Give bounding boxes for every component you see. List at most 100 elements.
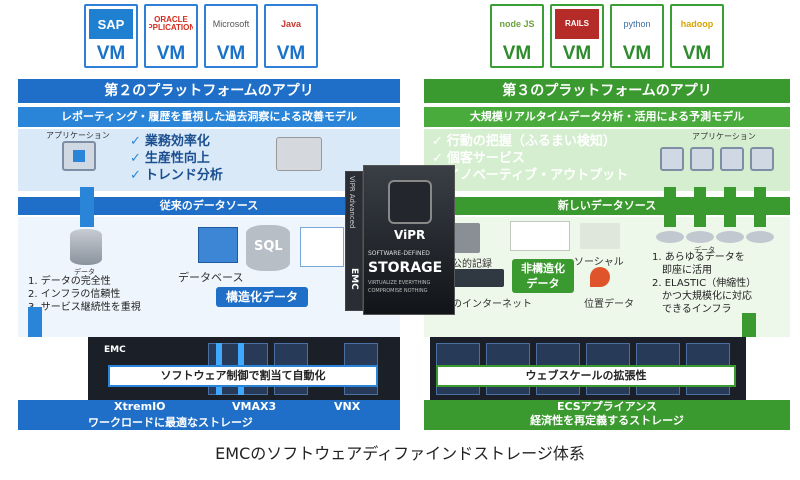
- structured-data-badge: 構造化データ: [216, 287, 308, 307]
- left-auto-allocation-arrow: ソフトウェア制御で割当て自動化: [108, 365, 378, 387]
- green-down-arrow-icon: [664, 187, 676, 227]
- sql-icon: SQL: [246, 225, 290, 271]
- list-item: できるインフラ: [662, 304, 732, 315]
- left-requirement-list: 1. データの完全性 2. インフラの信頼性 3. サービス継続性を重視: [28, 275, 141, 314]
- vm-label: VM: [276, 43, 306, 64]
- left-insight-band: アプリケーション ✓業務効率化 ✓生産性向上 ✓トレンド分析: [18, 129, 400, 191]
- left-datasource-body: データ 1. データの完全性 2. インフラの信頼性 3. サービス継続性を重視…: [18, 187, 400, 337]
- disk-icon: [686, 231, 714, 243]
- nodejs-logo: node JS: [499, 18, 535, 29]
- vipr-brand: ViPR: [394, 228, 426, 242]
- box-line1: SOFTWARE-DEFINED: [368, 250, 430, 257]
- box-line4: COMPROMISE NOTHING: [368, 288, 428, 294]
- rails-logo: RAILS: [555, 9, 599, 39]
- documents-icon: [510, 221, 570, 251]
- vm-tile-nodejs: node JS VM: [490, 4, 544, 68]
- disk-icon: [746, 231, 774, 243]
- check-icon: ✓: [432, 134, 443, 149]
- vm-label: VM: [156, 43, 186, 64]
- vm-label: VM: [622, 43, 652, 64]
- right-check-list: ✓行動の把握（ふるまい検知） ✓個客サービス ✓イノベーティブ・アウトプット: [432, 133, 628, 184]
- box-front: ViPR SOFTWARE-DEFINED STORAGE VIRTUALIZE…: [363, 165, 455, 315]
- spreadsheet-icon: [300, 227, 344, 267]
- cube-icon: [198, 227, 238, 263]
- vipr-product-box: ViPR SOFTWARE-DEFINED STORAGE VIRTUALIZE…: [345, 165, 455, 315]
- vm-label: VM: [96, 43, 126, 64]
- vm-tile-microsoft: Microsoft VM: [204, 4, 258, 68]
- sap-logo: SAP: [89, 9, 133, 39]
- green-elbow-arrow-icon: [742, 313, 756, 337]
- app-chip-icon: [660, 147, 684, 171]
- public-records-label: 公的記録: [452, 259, 492, 270]
- check-item: ✓イノベーティブ・アウトプット: [432, 167, 628, 184]
- box-line2: STORAGE: [368, 260, 443, 276]
- left-app-label: アプリケーション: [46, 131, 110, 140]
- box-maker: EMC: [349, 268, 359, 290]
- sql-label: SQL: [254, 239, 283, 254]
- check-icon: ✓: [130, 151, 141, 166]
- list-item: 2. ELASTIC（伸縮性）: [652, 278, 757, 289]
- vm-label: VM: [216, 43, 246, 64]
- left-datasource-header: 従来のデータソース: [18, 197, 400, 215]
- right-footer-title: ECSアプライアンス: [556, 400, 658, 413]
- check-item: ✓業務効率化: [130, 134, 210, 149]
- right-insight-band: ✓行動の把握（ふるまい検知） ✓個客サービス ✓イノベーティブ・アウトプット ア…: [424, 129, 790, 191]
- box-line3: VIRTUALIZE EVERYTHING: [368, 280, 431, 286]
- vm-tile-oracle: ORACLE APPLICATIONS VM: [144, 4, 198, 68]
- vm-label: VM: [502, 43, 532, 64]
- social-label: ソーシャル: [574, 257, 624, 268]
- rack-brand: EMC: [104, 345, 126, 355]
- list-item: 3. サービス継続性を重視: [28, 302, 141, 313]
- check-item: ✓トレンド分析: [130, 168, 223, 183]
- app-chip-icon: [690, 147, 714, 171]
- list-item: 1. データの完全性: [28, 276, 111, 287]
- product-vmax3: VMAX3: [232, 400, 277, 413]
- disk-icon: [716, 231, 744, 243]
- disk-icon: [656, 231, 684, 243]
- right-panel: 第３のプラットフォームのアプリ 大規模リアルタイムデータ分析・活用による予測モデ…: [424, 79, 790, 430]
- vm-tile-python: python VM: [610, 4, 664, 68]
- right-panel-header: 第３のプラットフォームのアプリ: [424, 79, 790, 103]
- check-item: ✓行動の把握（ふるまい検知）: [432, 134, 616, 149]
- left-check-list: ✓業務効率化 ✓生産性向上 ✓トレンド分析: [130, 133, 223, 184]
- vm-label: VM: [562, 43, 592, 64]
- database-label: データベース: [178, 271, 244, 284]
- list-item: 1. あらゆるデータを: [652, 252, 745, 263]
- product-xtremio: XtremIO: [114, 400, 166, 413]
- right-app-label: アプリケーション: [692, 132, 756, 141]
- left-panel: 第２のプラットフォームのアプリ レポーティング・履歴を重視した過去洞察による改善…: [18, 79, 400, 430]
- check-item: ✓生産性向上: [130, 151, 210, 166]
- vm-label: VM: [682, 43, 712, 64]
- right-panel-subheader: 大規模リアルタイムデータ分析・活用による予測モデル: [424, 107, 790, 127]
- green-down-arrow-icon: [754, 187, 766, 227]
- check-icon: ✓: [130, 134, 141, 149]
- green-down-arrow-icon: [724, 187, 736, 227]
- box-side: ViPR Advanced EMC: [345, 171, 363, 311]
- hadoop-logo: hadoop: [680, 18, 714, 29]
- check-icon: ✓: [130, 168, 141, 183]
- map-pin-icon: [590, 267, 610, 287]
- green-down-arrow-icon: [694, 187, 706, 227]
- iot-label: モノのインターネット: [432, 299, 532, 310]
- app-chip-icon: [750, 147, 774, 171]
- check-icon: ✓: [432, 151, 443, 166]
- right-data-label: データ: [694, 246, 715, 254]
- right-webscale-arrow: ウェブスケールの拡張性: [436, 365, 736, 387]
- left-footer: XtremIO VMAX3 VNX ワークロードに最適なストレージ: [18, 400, 400, 430]
- iot-devices-icon: [452, 269, 504, 287]
- vm-tile-rails: RAILS VM: [550, 4, 604, 68]
- oracle-logo: ORACLE APPLICATIONS: [149, 15, 193, 32]
- social-icons: [580, 223, 620, 249]
- vm-tile-hadoop: hadoop VM: [670, 4, 724, 68]
- app-chip-icon: [720, 147, 744, 171]
- box-edition: ViPR Advanced: [348, 176, 356, 229]
- check-item: ✓個客サービス: [432, 151, 525, 166]
- blue-down-arrow-icon: [80, 187, 94, 227]
- filing-cabinet-icon: [454, 223, 480, 253]
- right-footer: ECSアプライアンス 経済性を再定義するストレージ: [424, 400, 790, 430]
- left-panel-header: 第２のプラットフォームのアプリ: [18, 79, 400, 103]
- left-footer-sub: ワークロードに最適なストレージ: [88, 416, 253, 429]
- app-chip-icon: [62, 141, 96, 171]
- microsoft-logo: Microsoft: [212, 18, 250, 29]
- vm-tile-java: Java VM: [264, 4, 318, 68]
